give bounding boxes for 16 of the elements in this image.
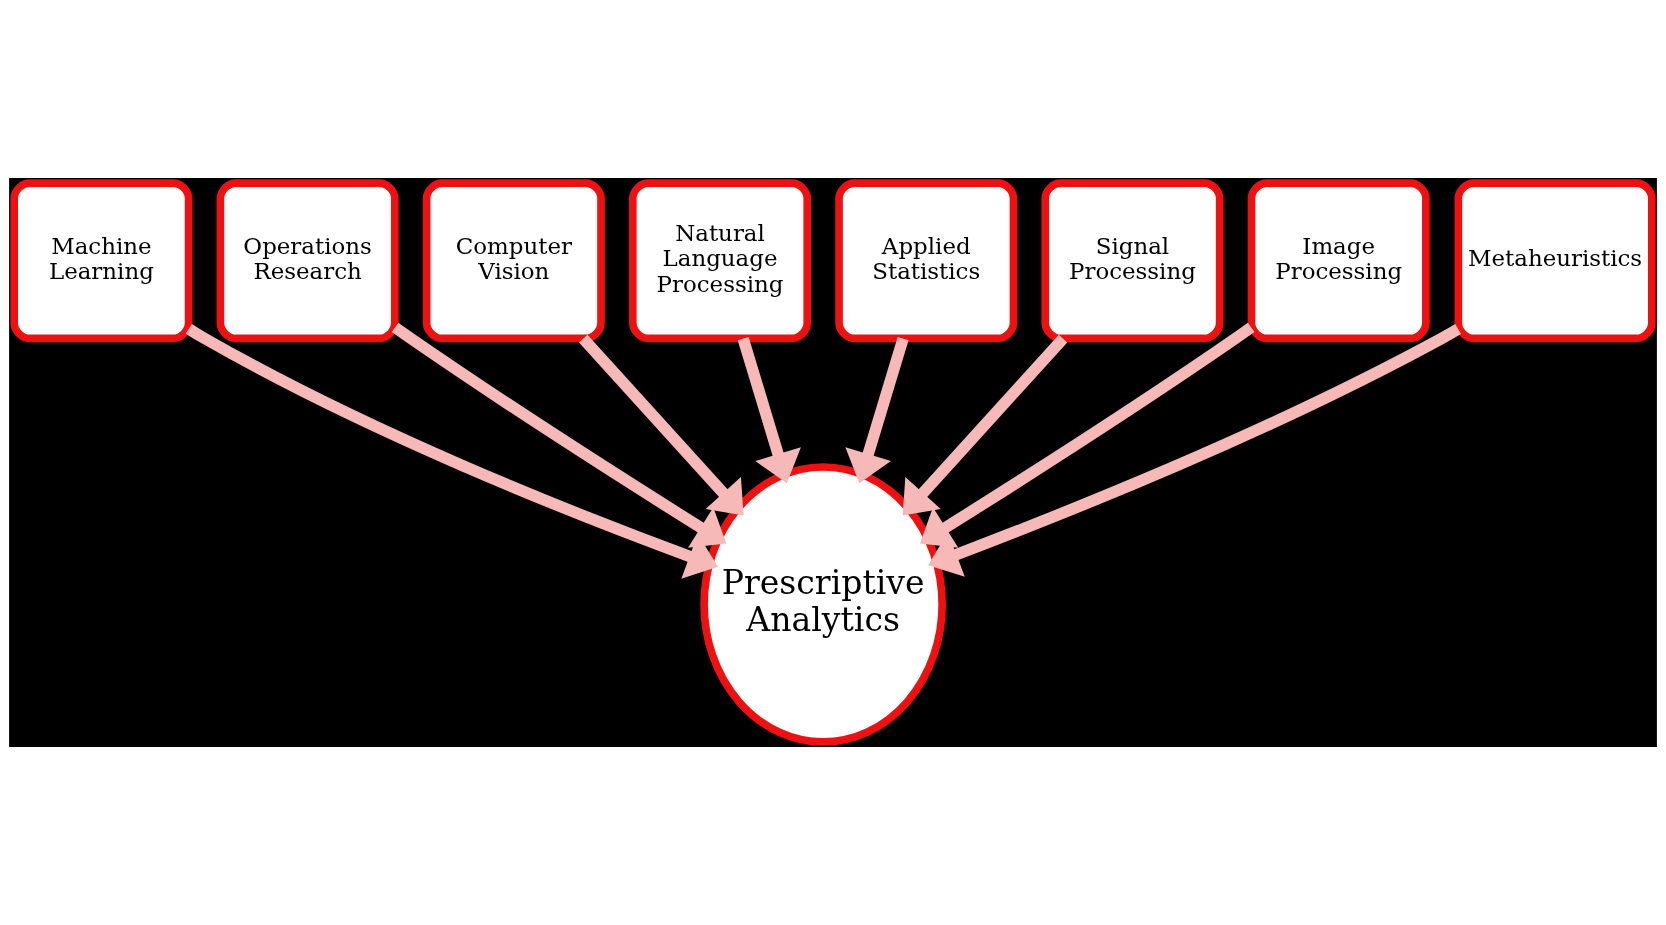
- node-box: Machine Learning: [10, 179, 193, 343]
- node-box: Metaheuristics: [1454, 179, 1656, 343]
- node-box: Signal Processing: [1041, 179, 1224, 343]
- node-box: Computer Vision: [422, 179, 605, 343]
- arrow: [902, 334, 1068, 516]
- arrow: [737, 336, 801, 484]
- node-box: Natural Language Processing: [629, 179, 812, 343]
- arrow: [928, 324, 1462, 577]
- node-box: Applied Statistics: [835, 179, 1018, 343]
- node-ellipse: Prescriptive Analytics: [700, 463, 946, 746]
- node-box: Operations Research: [216, 179, 399, 343]
- node-box: Image Processing: [1247, 179, 1430, 343]
- arrow: [579, 334, 744, 516]
- arrow: [391, 322, 727, 548]
- arrow: [845, 336, 909, 484]
- arrow: [919, 322, 1255, 548]
